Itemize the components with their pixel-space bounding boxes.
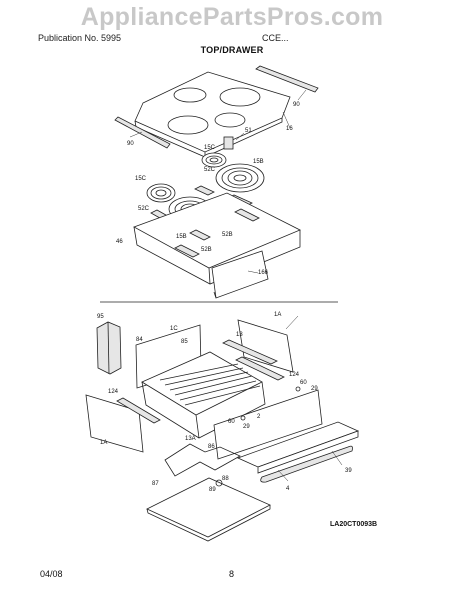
drawer-handle [260,445,353,483]
drawer-inner-front [213,389,323,460]
part-label-52b: 52B [201,247,212,253]
part-label-1c: 1C [170,326,178,332]
element-51 [223,136,234,150]
part-label-13a: 13A [185,436,196,442]
burner-ring-left-back [173,87,207,103]
footer-date: 04/08 [40,569,63,579]
part-label-52c: 52C [204,167,216,173]
part-label-46: 46 [116,239,123,245]
trim-strip-front [114,116,171,149]
part-label-89: 89 [209,487,216,493]
side-panel-1a-left [85,394,144,453]
part-label-15b: 15B [253,159,264,165]
part-label-124: 124 [108,389,119,395]
burner-ring-right-back [219,87,261,107]
publication-number: Publication No. 5995 [38,33,122,43]
part-label-84: 84 [136,337,143,343]
drawer-bracket-86 [164,443,241,477]
part-label-90: 90 [127,141,134,147]
part-label-29: 29 [243,424,250,430]
element-15b-right [215,163,265,193]
part-label-13: 13 [236,332,243,338]
part-label-52b: 52B [222,232,233,238]
part-label-60: 60 [228,419,235,425]
part-label-15c: 15C [135,176,147,182]
side-panel-1a-right [237,319,294,373]
part-label-86: 86 [208,444,215,450]
part-label-29: 29 [311,386,318,392]
watermark: AppliancePartsPros.com [80,3,384,31]
part-label-90: 90 [293,102,300,108]
burner-ring-left-front [167,115,209,135]
element-15c-upper [201,152,227,168]
part-label-1a: 1A [274,312,282,318]
part-label-51: 51 [245,128,252,134]
model-number: CCE... [262,33,289,43]
part-label-166: 166 [258,270,269,276]
part-label-1a: 1A [100,440,108,446]
part-label-85: 85 [181,339,188,345]
page-title: TOP/DRAWER [200,45,264,55]
part-label-15c: 15C [204,145,216,151]
part-label-60: 60 [300,380,307,386]
burner-ring-right-front [214,112,246,128]
footer-page-number: 8 [229,569,235,579]
part-label-39: 39 [345,468,352,474]
trim-strip-rear [255,65,319,93]
part-label-4: 4 [286,486,290,492]
part-label-87: 87 [152,481,159,487]
part-label-124: 124 [289,372,300,378]
part-label-2: 2 [257,414,261,420]
part-label-95: 95 [97,314,104,320]
part-label-16: 16 [286,126,293,132]
part-label-52c: 52C [138,206,150,212]
part-label-88: 88 [222,476,229,482]
part-label-15b: 15B [176,234,187,240]
rear-bracket [211,250,269,299]
diagram-code: LA20CT0093B [330,521,378,528]
